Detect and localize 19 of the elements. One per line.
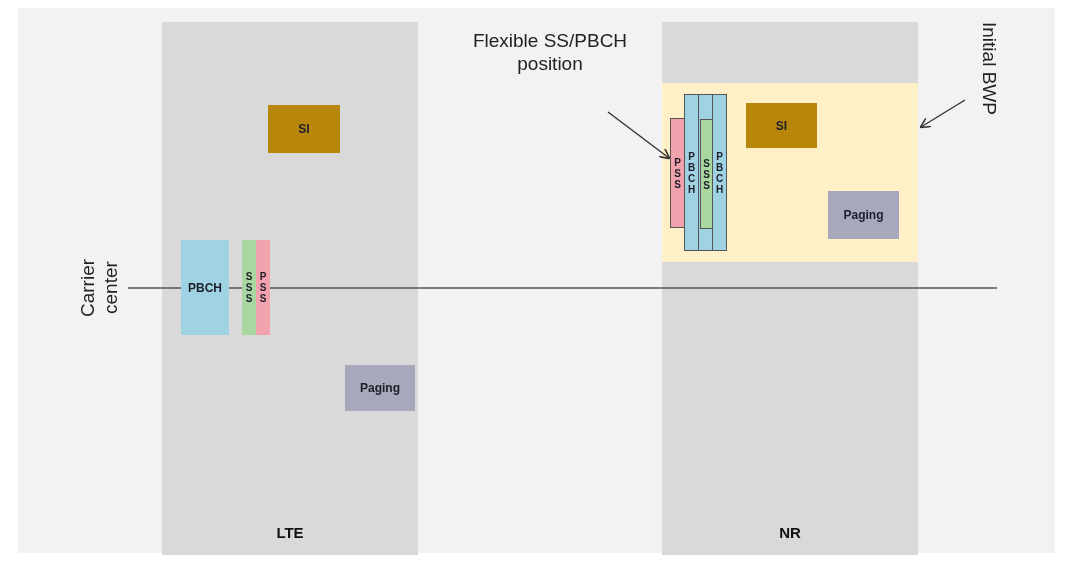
leader-arrow [919,99,966,129]
annotation-text: Initial BWP [978,22,1001,115]
channel-block: PBCH [684,94,699,251]
frequency-band [662,22,918,555]
channel-block: PBCH [712,94,727,251]
leader-arrow [607,111,671,160]
channel-block: Paging [345,365,415,411]
channel-block: SI [268,105,340,153]
channel-block: Paging [828,191,899,239]
channel-block: SSS [242,240,256,335]
channel-block: PBCH [181,240,229,335]
annotation-text: Flexible SS/PBCH position [455,22,645,82]
bandwidth-part-area [662,83,918,262]
band-label: LTE [275,524,305,541]
channel-block: SI [746,103,817,148]
band-label: NR [778,524,802,541]
channel-block: PSS [256,240,270,335]
axis-label: Carrier center [76,257,122,320]
frequency-band [162,22,418,555]
